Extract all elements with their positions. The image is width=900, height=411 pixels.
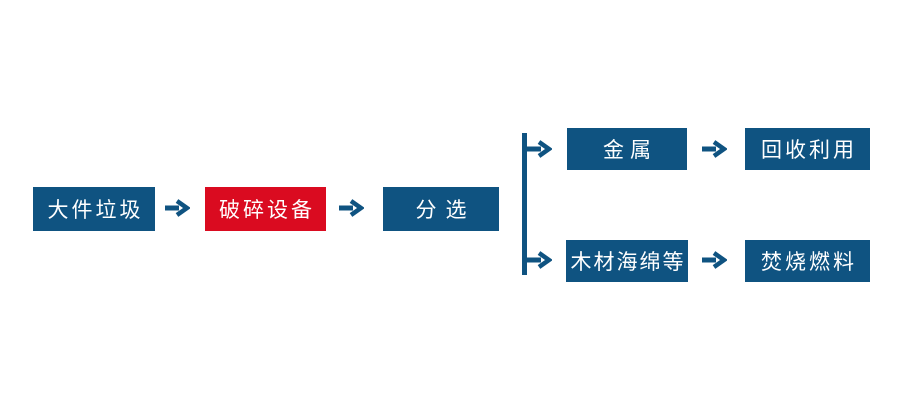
arrow-right-icon — [164, 198, 190, 218]
arrow-right-icon — [701, 139, 727, 159]
node-crushing-equipment: 破碎设备 — [205, 187, 326, 231]
arrow-right-icon — [526, 139, 552, 159]
node-metal: 金属 — [567, 128, 687, 170]
arrow-right-icon — [701, 250, 727, 270]
node-sorting: 分选 — [383, 187, 499, 231]
node-recycling: 回收利用 — [745, 128, 870, 170]
arrow-right-icon — [338, 198, 364, 218]
arrow-right-icon — [526, 250, 552, 270]
node-incineration-fuel: 焚烧燃料 — [745, 240, 870, 282]
branch-line — [522, 133, 527, 275]
node-bulky-waste: 大件垃圾 — [33, 187, 155, 231]
node-wood-sponge: 木材海绵等 — [566, 240, 688, 282]
